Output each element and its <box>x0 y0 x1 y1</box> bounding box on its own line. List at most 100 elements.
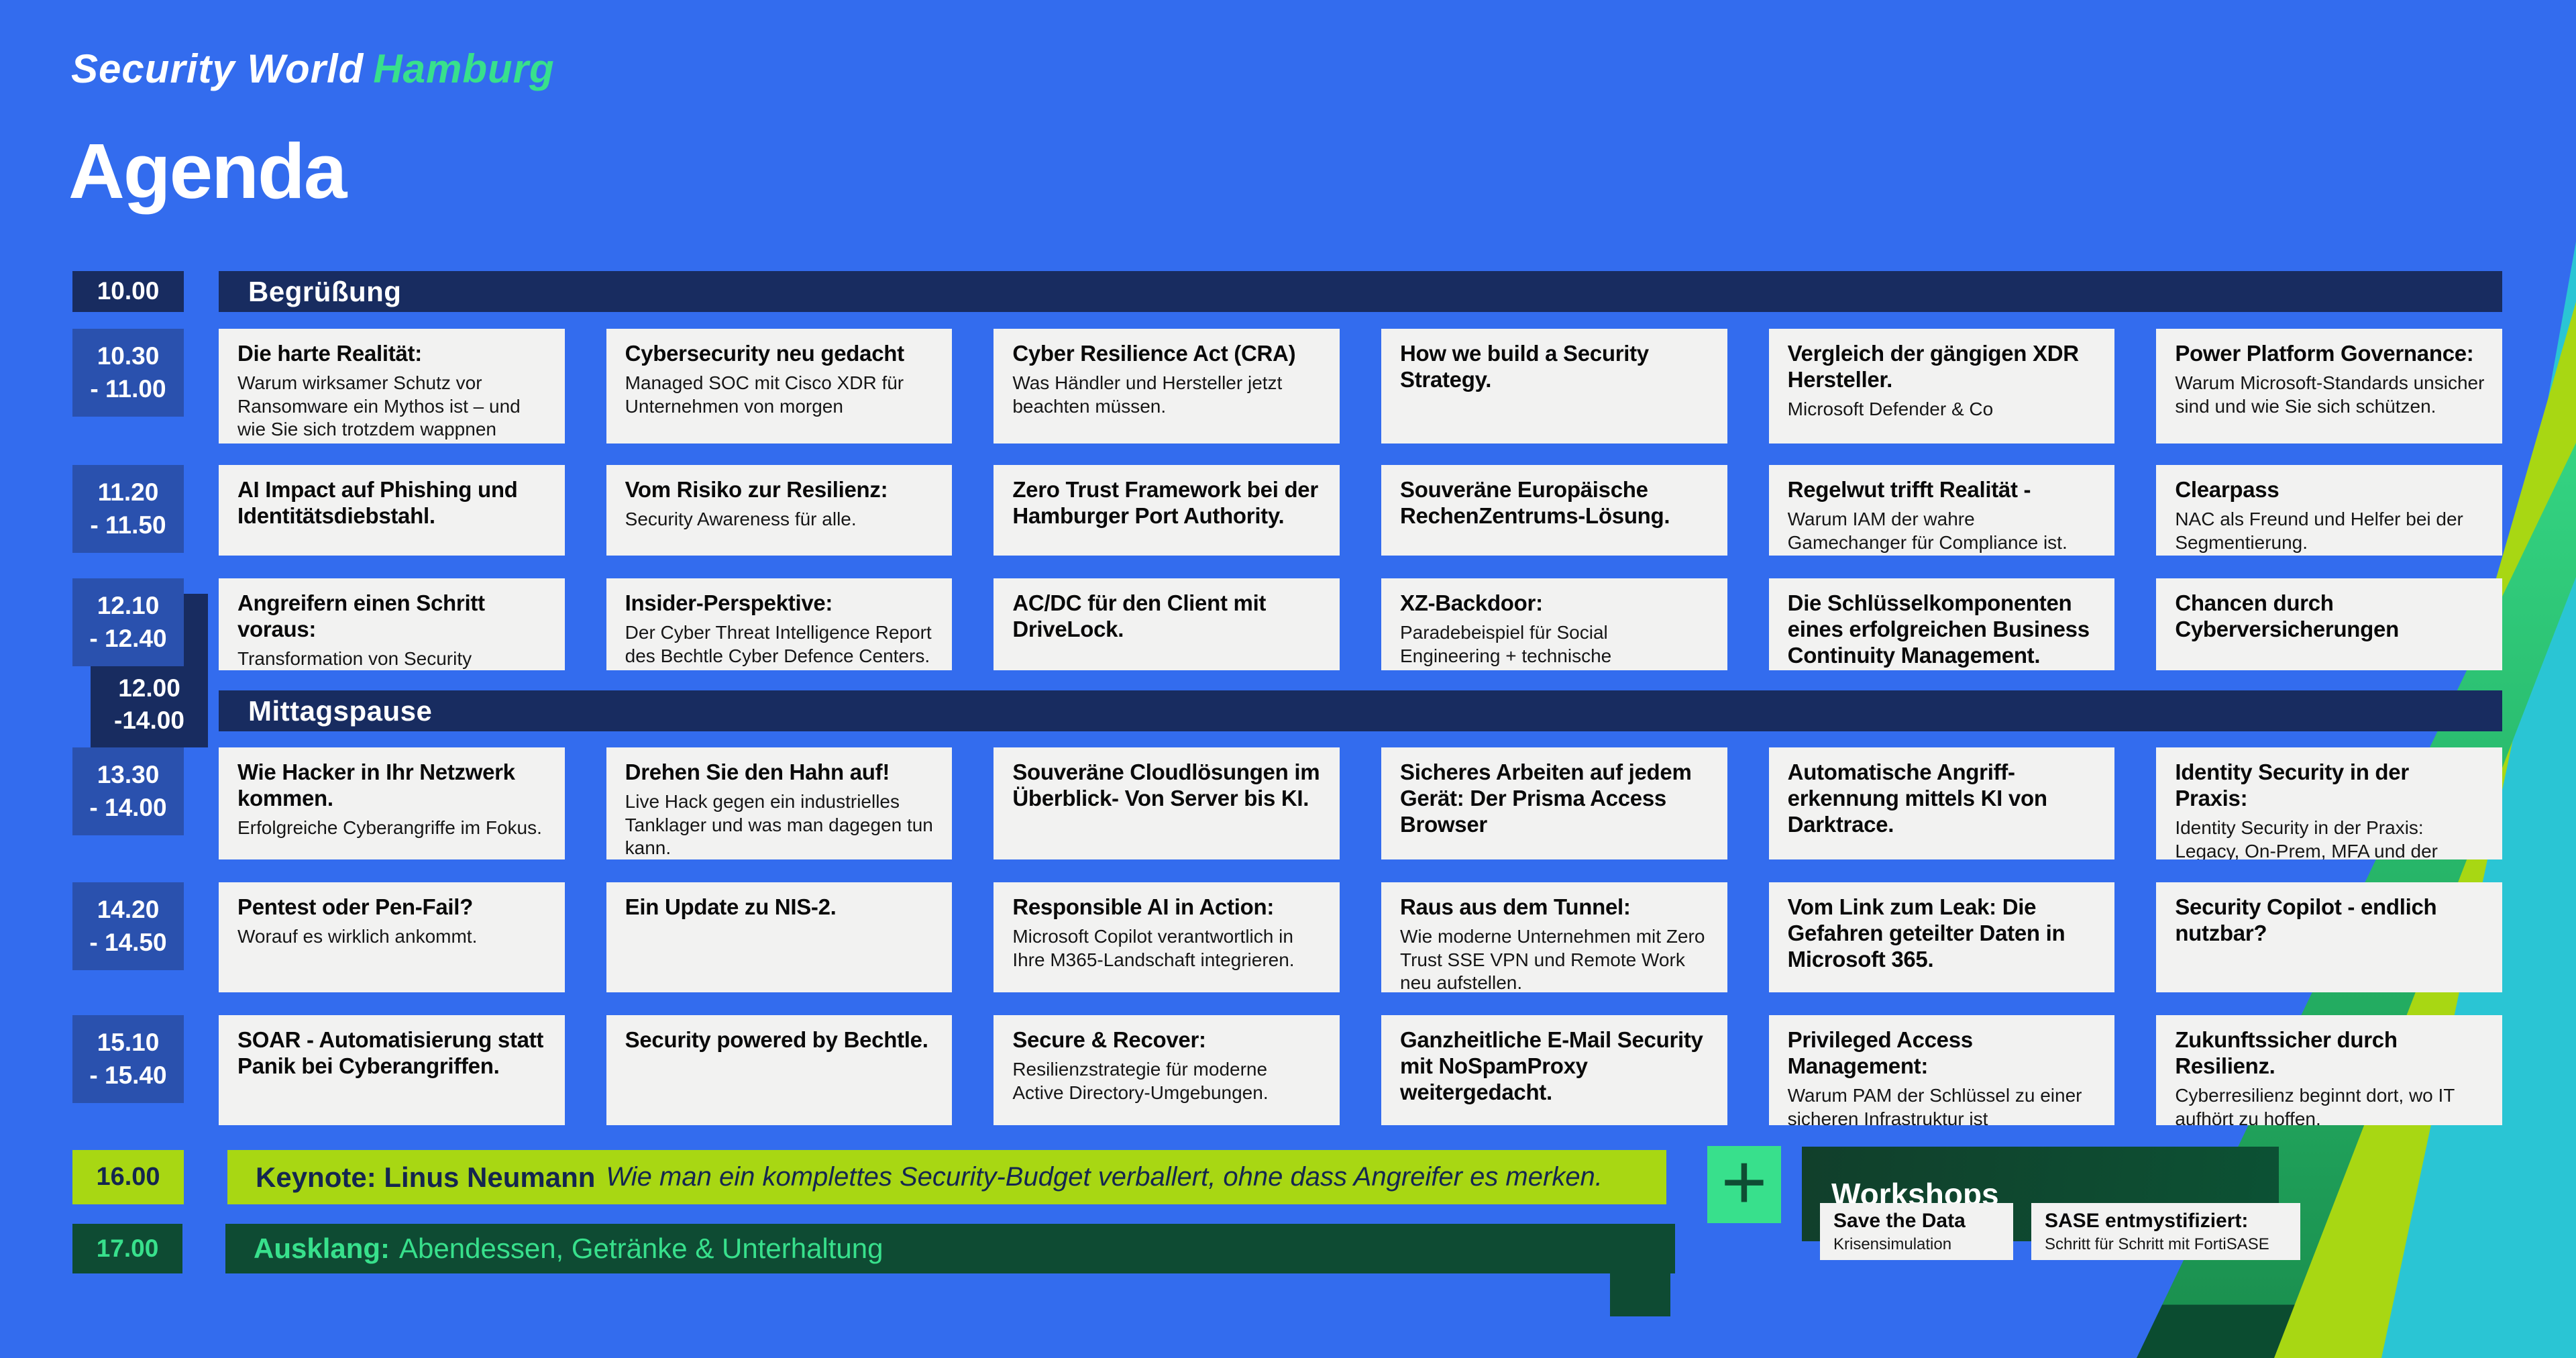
page-title: Agenda <box>68 127 347 215</box>
session-card: Secure & Recover:Resilienzstrategie für … <box>994 1015 1340 1125</box>
workshops-cards: Save the Data Krisensimulation SASE entm… <box>1820 1203 2300 1260</box>
keynote-title: Keynote: Linus Neumann <box>256 1161 596 1193</box>
session-title: AI Impact auf Phishing und Identitätsdie… <box>237 477 518 528</box>
session-title: Cybersecurity neu gedacht <box>625 341 904 366</box>
session-description: Warum IAM der wahre Gamechanger für Comp… <box>1787 508 2068 553</box>
session-card: Chancen durch Cyberversicherungen <box>2156 578 2502 670</box>
session-title: Power Platform Governance: <box>2175 341 2474 366</box>
session-title: Zukunftssicher durch Resilienz. <box>2175 1027 2398 1078</box>
session-card: Angreifern einen Schritt voraus:Transfor… <box>219 578 565 670</box>
session-card: Die Schlüsselkomponenten eines erfolgrei… <box>1768 578 2115 670</box>
section-bar-begruessung: Begrüßung <box>219 271 2502 312</box>
time-label: 14.20 <box>97 895 160 923</box>
session-title: AC/DC für den Client mit DriveLock. <box>1012 590 1267 641</box>
session-title: Chancen durch Cyberversicherungen <box>2175 590 2399 641</box>
session-description: Microsoft Copilot verantwortlich in Ihre… <box>1012 925 1295 970</box>
time-slot-1600: 16.00 <box>72 1150 184 1204</box>
session-title: Die harte Realität: <box>237 341 422 366</box>
session-title: Ein Update zu NIS-2. <box>625 894 837 919</box>
session-card: Cyber Resilience Act (CRA)Was Händler un… <box>994 329 1340 443</box>
session-row: AI Impact auf Phishing und Identitätsdie… <box>219 465 2502 556</box>
session-title: Privileged Access Management: <box>1787 1027 1973 1078</box>
time-slot-1700: 17.00 <box>72 1224 182 1273</box>
workshop-title: SASE entmystifiziert: <box>2045 1210 2249 1232</box>
session-description: Managed SOC mit Cisco XDR für Unternehme… <box>625 372 904 417</box>
workshop-card: SASE entmystifiziert: Schritt für Schrit… <box>2031 1203 2300 1260</box>
time-label: -14.00 <box>114 706 184 734</box>
session-title: Wie Hacker in Ihr Netzwerk kommen. <box>237 760 515 811</box>
session-description: Warum PAM der Schlüssel zu einer sichere… <box>1787 1084 2082 1125</box>
time-label: - 11.00 <box>90 374 166 403</box>
session-card: Vom Link zum Leak: Die Gefahren geteilte… <box>1768 882 2115 992</box>
session-card: SOAR - Automatisierung statt Panik bei C… <box>219 1015 565 1125</box>
session-description: Erfolgreiche Cyberangriffe im Fokus. <box>237 817 542 838</box>
workshop-subtitle: Schritt für Schritt mit FortiSASE <box>2045 1235 2269 1253</box>
session-title: How we build a Security Strategy. <box>1400 341 1649 392</box>
workshop-subtitle: Krisensimulation <box>1833 1235 1952 1253</box>
session-card: Vom Risiko zur Resilienz:Security Awaren… <box>606 465 953 556</box>
workshop-title: Save the Data <box>1833 1210 1966 1232</box>
session-title: Die Schlüsselkomponenten eines erfolgrei… <box>1787 590 2090 668</box>
session-description: NAC als Freund und Helfer bei der Segmen… <box>2175 508 2463 553</box>
workshop-card: Save the Data Krisensimulation <box>1820 1203 2013 1260</box>
session-row: Wie Hacker in Ihr Netzwerk kommen. Erfolg… <box>219 747 2502 859</box>
time-slot: 11.20- 11.50 <box>72 465 184 553</box>
session-title: Raus aus dem Tunnel: <box>1400 894 1631 919</box>
session-card: Automatische Angriff- erkennung mittels … <box>1768 747 2115 859</box>
session-description: Worauf es wirklich ankommt. <box>237 925 478 947</box>
session-card: Pentest oder Pen-Fail? Worauf es wirklich… <box>219 882 565 992</box>
section-label: Begrüßung <box>248 275 402 307</box>
session-description: Identity Security in der Praxis: Legacy,… <box>2175 817 2438 859</box>
session-title: Identity Security in der Praxis: <box>2175 760 2409 811</box>
session-title: Secure & Recover: <box>1012 1027 1206 1052</box>
plus-icon: + <box>1721 1137 1768 1226</box>
session-description: Security Awareness für alle. <box>625 508 857 529</box>
event-brand-city: Hamburg <box>373 46 555 91</box>
ausklang-bar: Ausklang: Abendessen, Getränke & Unterha… <box>225 1224 1675 1273</box>
session-card: Vergleich der gängigen XDR Hersteller.Mi… <box>1768 329 2115 443</box>
session-title: Zero Trust Framework bei der Hamburger P… <box>1012 477 1318 528</box>
time-label: 12.00 <box>118 674 180 702</box>
time-label: - 11.50 <box>90 511 166 539</box>
session-title: SOAR - Automatisierung statt Panik bei C… <box>237 1027 544 1078</box>
session-title: Insider-Perspektive: <box>625 590 833 615</box>
session-row: Die harte Realität:Warum wirksamer Schut… <box>219 329 2502 443</box>
session-card: How we build a Security Strategy. <box>1381 329 1727 443</box>
session-title: Security powered by Bechtle. <box>625 1027 928 1052</box>
session-card: Identity Security in der Praxis: Identity… <box>2156 747 2502 859</box>
time-label: 15.10 <box>97 1028 160 1056</box>
session-card: Raus aus dem Tunnel: Wie moderne Unterneh… <box>1381 882 1727 992</box>
session-title: Angreifern einen Schritt voraus: <box>237 590 485 641</box>
time-label: - 15.40 <box>89 1061 167 1089</box>
time-label: 10.00 <box>97 277 160 305</box>
session-title: Pentest oder Pen-Fail? <box>237 894 473 919</box>
session-card: Souveräne Cloudlösungen im Überblick- Vo… <box>994 747 1340 859</box>
session-card: Responsible AI in Action:Microsoft Copil… <box>994 882 1340 992</box>
section-label: Mittagspause <box>248 694 433 727</box>
session-card: Ganzheitliche E-Mail Security mit NoSpam… <box>1381 1015 1727 1125</box>
session-row: Pentest oder Pen-Fail? Worauf es wirklich… <box>219 882 2502 992</box>
keynote-subtitle: Wie man ein komplettes Security-Budget v… <box>606 1162 1603 1192</box>
time-slot-1000: 10.00 <box>72 271 184 312</box>
session-card: Insider-Perspektive:Der Cyber Threat Int… <box>606 578 953 670</box>
session-title: XZ-Backdoor: <box>1400 590 1543 615</box>
session-title: Automatische Angriff- erkennung mittels … <box>1787 760 2047 837</box>
keynote-bar: Keynote: Linus Neumann Wie man ein kompl… <box>227 1150 1666 1204</box>
session-description: Paradebeispiel für Social Engineering + … <box>1400 621 1612 670</box>
session-title: Sicheres Arbeiten auf jedem Gerät: Der P… <box>1400 760 1692 837</box>
session-card: Power Platform Governance:Warum Microsof… <box>2156 329 2502 443</box>
session-title: Drehen Sie den Hahn auf! <box>625 760 890 784</box>
session-title: Souveräne Cloudlösungen im Überblick- Vo… <box>1012 760 1320 811</box>
time-label: 12.10 <box>97 591 160 619</box>
session-card: Security Copilot - endlich nutzbar? <box>2156 882 2502 992</box>
ausklang-description: Abendessen, Getränke & Unterhaltung <box>399 1233 883 1264</box>
session-title: Cyber Resilience Act (CRA) <box>1012 341 1296 366</box>
session-title: Vom Link zum Leak: Die Gefahren geteilte… <box>1787 894 2065 972</box>
session-card: Privileged Access Management: Warum PAM d… <box>1768 1015 2115 1125</box>
session-description: Wie moderne Unternehmen mit Zero Trust S… <box>1400 925 1705 992</box>
time-label: - 14.50 <box>89 928 167 956</box>
session-card: Zero Trust Framework bei der Hamburger P… <box>994 465 1340 556</box>
